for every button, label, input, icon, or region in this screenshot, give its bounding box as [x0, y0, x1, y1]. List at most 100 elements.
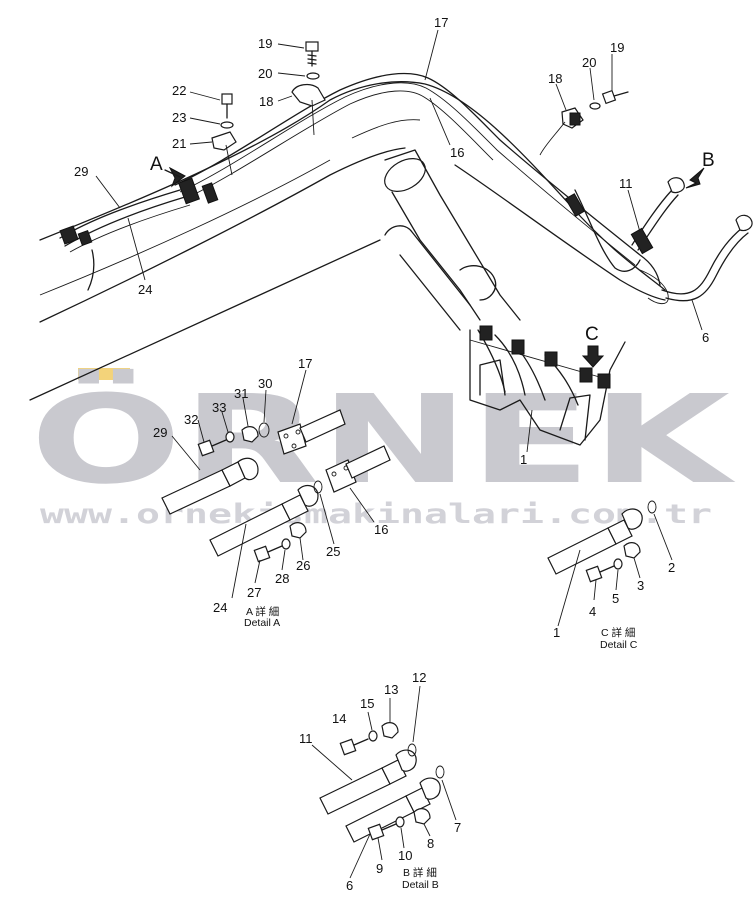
leader-20-right [589, 67, 595, 101]
callout-7: 7 [454, 820, 461, 835]
hose-clamp-a [178, 177, 200, 205]
leader-8 [423, 823, 431, 837]
callout-28: 28 [275, 571, 289, 586]
leader-7 [441, 779, 457, 821]
leader-23 [189, 117, 221, 125]
hose-fitting-left [59, 225, 79, 245]
leader-2 [653, 513, 673, 561]
bolt-4-head [585, 565, 603, 583]
callout-29: 29 [74, 164, 88, 179]
callout-17-detail: 17 [298, 356, 312, 371]
clamp-21 [211, 131, 237, 151]
boom-assembly [29, 41, 753, 446]
washer-20 [306, 72, 320, 80]
callout-14: 14 [332, 711, 346, 726]
bolt-27-head [253, 545, 271, 563]
callout-16-detail: 16 [374, 522, 388, 537]
detail-a-code: A 詳 細 [246, 605, 279, 618]
leader-24 [127, 217, 146, 281]
bolt-14-head [339, 738, 357, 756]
callout-31: 31 [234, 386, 248, 401]
fitting-base-2 [511, 339, 525, 355]
hose-loop-b [574, 189, 641, 272]
hose-24-drop [87, 249, 95, 291]
hose-24-detail-nut [281, 494, 309, 521]
watermark-brand: ÖRNEK [30, 369, 737, 511]
callout-16: 16 [450, 145, 464, 160]
leader-3 [633, 557, 641, 579]
leader-4 [593, 579, 597, 601]
bolt-32-shank [211, 439, 227, 447]
leader-11 [627, 189, 641, 233]
leader-18-right [555, 83, 567, 111]
callout-6: 6 [702, 330, 709, 345]
washer-23 [220, 121, 234, 129]
view-label-a: A [150, 154, 163, 175]
hose-1-detail [547, 527, 617, 575]
hose-24-detail-fitting [297, 484, 319, 507]
watermark-url: www.ornekismakinalari.com.tr [40, 499, 712, 530]
bolt-19-right-shank [613, 91, 629, 97]
cylinder-head-eye [384, 158, 426, 192]
hose-6-fitting [735, 214, 753, 232]
clamp-18-upper [291, 83, 326, 107]
callout-33: 33 [212, 400, 226, 415]
leader-15 [367, 711, 373, 731]
callout-21: 21 [172, 136, 186, 151]
clamp-21-stud [225, 144, 233, 176]
callout-22: 22 [172, 83, 186, 98]
bolt-19-head [305, 41, 319, 52]
leader-5 [615, 569, 619, 591]
view-b-arrow [685, 167, 705, 189]
view-label-b: B [702, 150, 715, 171]
leader-11-detail [311, 744, 353, 781]
hose-clamp-b-2 [630, 227, 654, 255]
detail-a-label: Detail A [244, 617, 280, 629]
view-a-arrow-shaft [164, 169, 181, 178]
hose-16-lower [184, 90, 494, 200]
clamp-3 [623, 542, 641, 559]
detail-c-code: C 詳 細 [601, 626, 635, 639]
hose-1-detail-fitting [621, 508, 643, 530]
o-ring-2 [647, 500, 657, 514]
pipe-17 [299, 409, 346, 443]
view-labels: A B C [150, 150, 715, 345]
base-bracket-left [479, 359, 506, 396]
clamp-13 [381, 722, 399, 739]
watermark-accent [78, 368, 130, 380]
callout-20-right: 20 [582, 55, 596, 70]
washer-15 [368, 730, 378, 742]
cylinder-gland [459, 265, 497, 301]
o-ring-25 [313, 480, 323, 494]
leader-1 [526, 409, 533, 453]
hose-11-fitting [667, 177, 685, 194]
leader-10 [400, 827, 405, 849]
cylinder-barrel-bottom [399, 254, 461, 331]
detail-b-code: B 詳 細 [403, 866, 437, 879]
callout-30: 30 [258, 376, 272, 391]
detail-c-parts [547, 500, 657, 583]
boom-far-edge [29, 239, 381, 401]
leader-33 [221, 411, 229, 433]
leader-29 [95, 175, 121, 209]
hose-24 [69, 204, 191, 253]
leader-25 [319, 493, 335, 545]
bolt-4-shank [599, 565, 615, 573]
callout-20: 20 [258, 66, 272, 81]
callout-1: 1 [520, 452, 527, 467]
clamp-18-right-lead [539, 121, 566, 156]
leader-28 [281, 549, 286, 571]
bolt-27-shank [267, 545, 283, 553]
boom-lower-edge-right [454, 164, 666, 301]
callout-18: 18 [259, 94, 273, 109]
fitting-base-5 [597, 373, 611, 389]
hose-29-detail-fitting [237, 457, 259, 481]
callout-32: 32 [184, 412, 198, 427]
leader-6 [691, 299, 703, 331]
callout-29-detail: 29 [153, 425, 167, 440]
leader-lines [95, 29, 703, 879]
fitting-base-3 [544, 351, 558, 367]
leader-6-detail [349, 833, 371, 879]
o-ring-7 [435, 765, 445, 779]
